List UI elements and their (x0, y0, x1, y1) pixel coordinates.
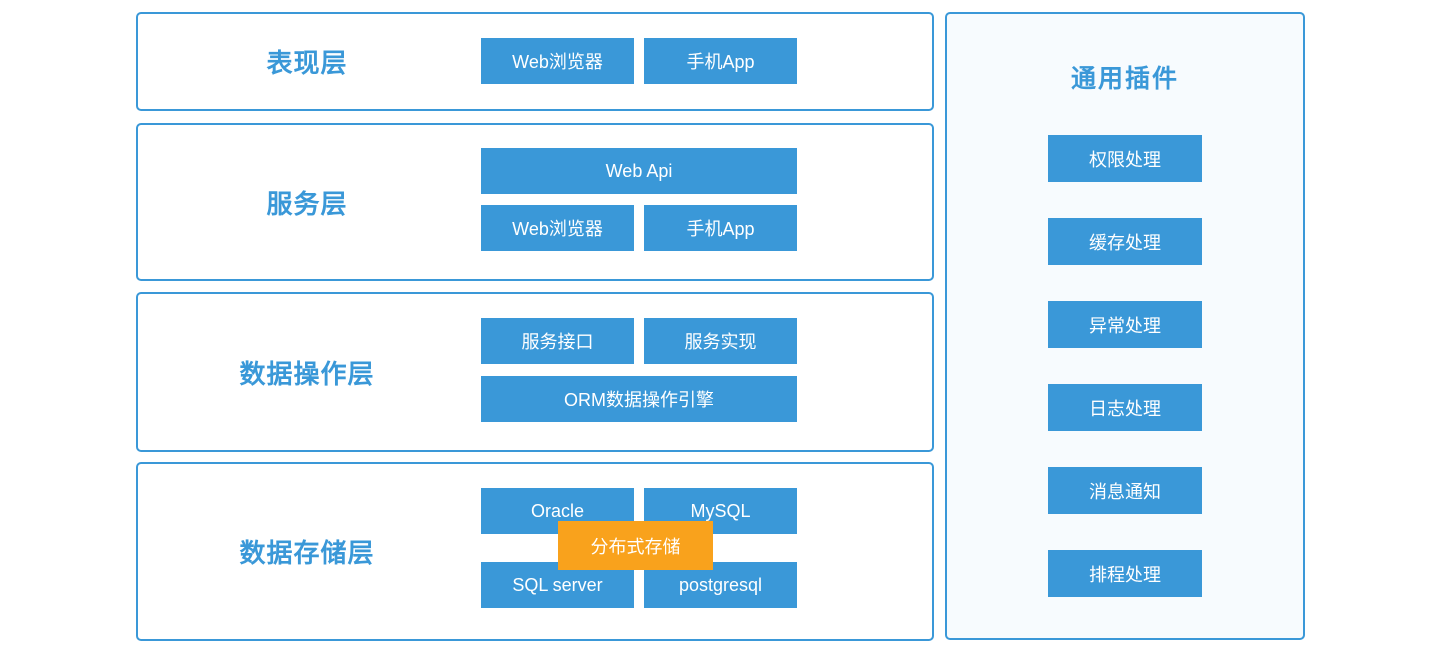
plugin-node: 权限处理 (1048, 135, 1202, 182)
node-row: Web Api (481, 148, 797, 194)
plugins-panel-title: 通用插件 (1070, 65, 1179, 93)
layer-label: 数据操作层 (239, 358, 375, 389)
diagram-node: 服务接口 (481, 318, 634, 364)
diagram-node: Web Api (481, 148, 797, 194)
node-row: Web浏览器手机App (481, 205, 797, 251)
plugin-node: 消息通知 (1048, 467, 1202, 514)
plugin-node: 缓存处理 (1048, 218, 1202, 265)
layer-label: 数据存储层 (239, 538, 375, 568)
diagram-node: Web浏览器 (481, 38, 634, 84)
node-row: 服务接口服务实现 (481, 318, 797, 364)
plugin-node: 日志处理 (1048, 384, 1202, 431)
layer-label: 服务层 (266, 188, 348, 219)
overlay-node: 分布式存储 (558, 521, 713, 570)
layer-box: 数据操作层 服务接口服务实现 ORM数据操作引擎 (136, 292, 934, 452)
plugin-node: 异常处理 (1048, 301, 1202, 348)
node-row: ORM数据操作引擎 (481, 376, 797, 422)
layer-label: 表现层 (266, 48, 348, 78)
diagram-node: postgresql (644, 562, 797, 608)
diagram-node: Web浏览器 (481, 205, 634, 251)
diagram-node: ORM数据操作引擎 (481, 376, 797, 422)
diagram-node: 手机App (644, 205, 797, 251)
plugin-node: 排程处理 (1048, 550, 1202, 597)
diagram-node: 手机App (644, 38, 797, 84)
diagram-node: 服务实现 (644, 318, 797, 364)
layer-box: 表现层 Web浏览器手机App (136, 12, 934, 111)
node-row: Web浏览器手机App (481, 38, 797, 84)
plugins-panel: 通用插件 权限处理缓存处理异常处理日志处理消息通知排程处理 (945, 12, 1305, 640)
